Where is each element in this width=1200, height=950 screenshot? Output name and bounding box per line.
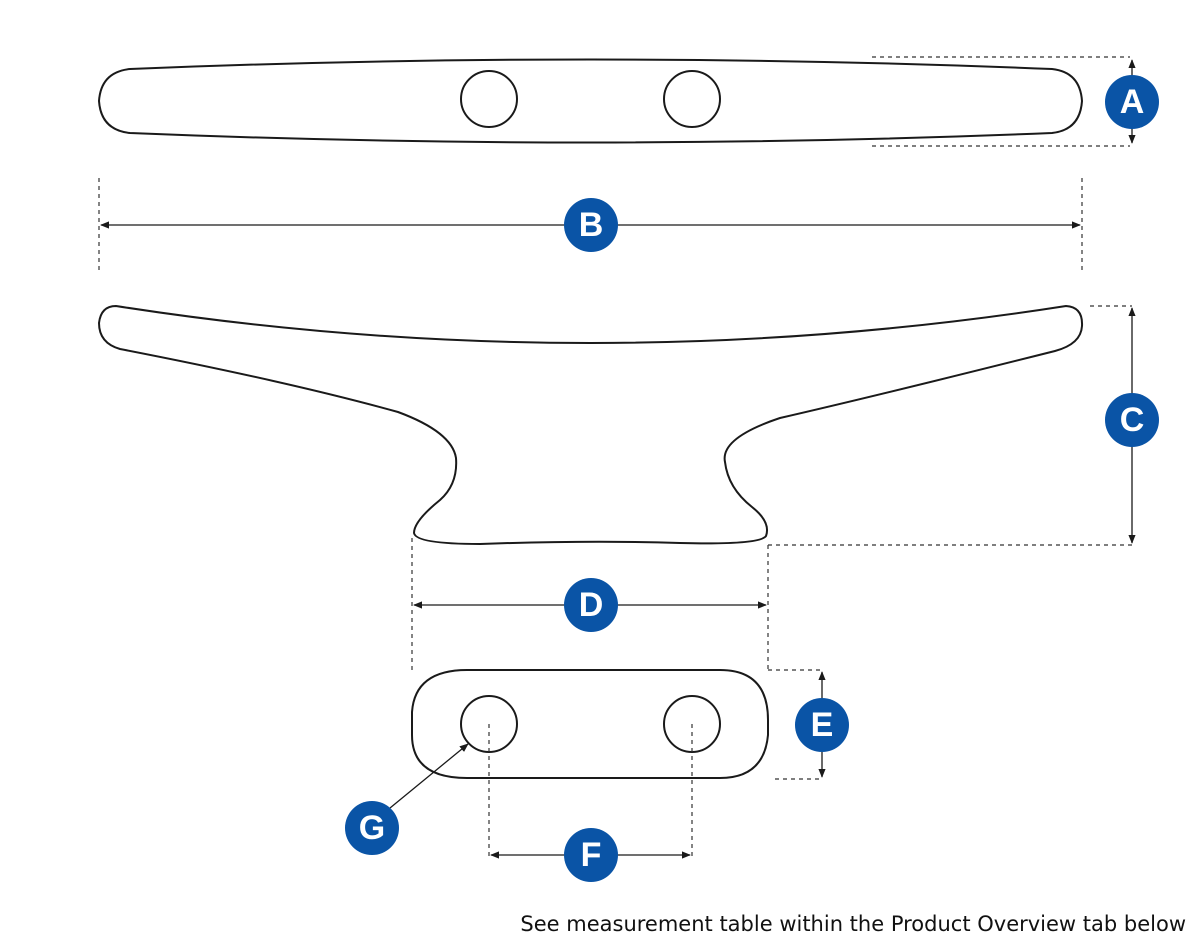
cleat-side-view xyxy=(97,304,1084,546)
badge-e: E xyxy=(795,698,849,752)
badge-c-label: C xyxy=(1120,401,1145,439)
badge-a-label: A xyxy=(1120,83,1145,121)
badge-b: B xyxy=(564,198,618,252)
badge-g: G xyxy=(345,801,399,855)
top-hole-right xyxy=(663,70,721,128)
badge-f: F xyxy=(564,828,618,882)
top-hole-left xyxy=(460,70,518,128)
dimension-g-leader xyxy=(389,743,469,809)
badge-b-label: B xyxy=(579,206,604,244)
badge-d-label: D xyxy=(579,586,604,624)
badge-d: D xyxy=(564,578,618,632)
badge-c: C xyxy=(1105,393,1159,447)
cleat-top-view xyxy=(97,58,1084,144)
cleat-base-plate xyxy=(411,669,769,779)
badge-g-label: G xyxy=(359,809,385,847)
measurement-table-note: See measurement table within the Product… xyxy=(520,912,1186,936)
badge-e-label: E xyxy=(811,706,834,744)
badge-a: A xyxy=(1105,75,1159,129)
badge-f-label: F xyxy=(581,836,602,874)
